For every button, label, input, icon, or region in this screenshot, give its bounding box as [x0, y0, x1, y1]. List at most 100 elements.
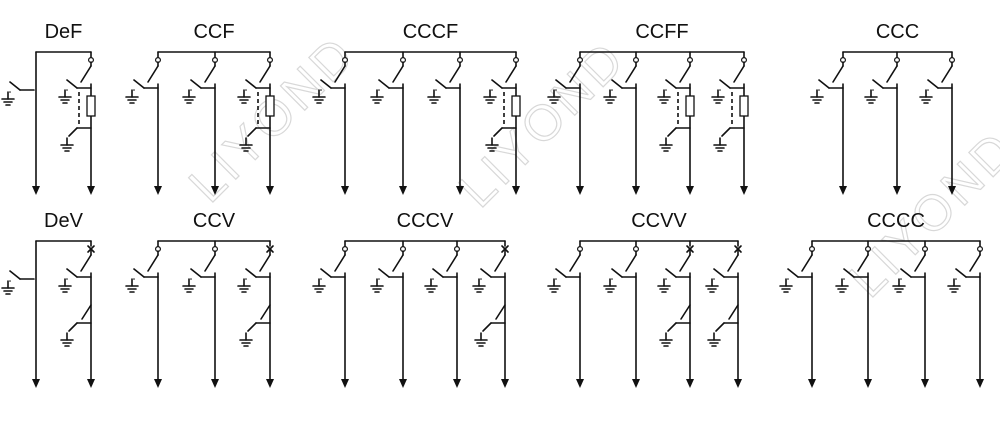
switch-blade	[446, 254, 458, 272]
earth-switch-blade	[611, 79, 623, 89]
earth-switch-blade	[665, 79, 677, 89]
switch-blade	[80, 65, 92, 83]
feeder-c	[424, 240, 461, 388]
earth-switch-blade	[927, 79, 939, 89]
switch-blade	[147, 254, 159, 272]
earth-switch-blade	[818, 79, 830, 89]
feeder-c	[919, 51, 956, 195]
earth-switch-blade	[378, 268, 390, 278]
feeder-c	[810, 51, 847, 195]
fuse-element	[265, 95, 275, 117]
feeder-v	[58, 240, 95, 388]
arrow-head	[686, 379, 694, 388]
switch-blade	[204, 65, 216, 83]
arrow-head	[976, 379, 984, 388]
feeder-c	[547, 51, 584, 195]
arrow-head	[154, 379, 162, 388]
switch-blade	[914, 254, 926, 272]
earth-switch-blade	[68, 322, 78, 332]
arrow-head	[154, 186, 162, 195]
earth-switch-blade	[480, 268, 492, 278]
switch-blade	[679, 254, 691, 272]
unit-cccf: CCCF	[312, 21, 521, 195]
switch-blade	[727, 254, 739, 272]
earth-switch-blade	[245, 268, 257, 278]
arrow-head	[740, 186, 748, 195]
unit-title: CCCF	[403, 21, 459, 43]
earth-switch-blade	[719, 79, 731, 89]
earth-switch-blade	[787, 268, 799, 278]
breaker-blade	[680, 304, 691, 320]
earth-switch-blade	[493, 127, 503, 137]
switch-blade	[259, 65, 271, 83]
earth-switch-blade	[190, 79, 202, 89]
earth-switch-blade	[713, 268, 725, 278]
arrow-head	[576, 379, 584, 388]
feeder-c	[603, 240, 640, 388]
unit-ccf: CCF	[125, 21, 275, 195]
feeder-de	[1, 51, 40, 195]
switch-blade	[886, 65, 898, 83]
vcb-mark	[686, 245, 694, 253]
earth-switch-blade	[482, 322, 492, 332]
earth-switch-blade	[721, 127, 731, 137]
switch-blade	[204, 254, 216, 272]
earth-switch-blade	[247, 322, 257, 332]
earth-switch-blade	[190, 268, 202, 278]
earth-switch-blade	[872, 79, 884, 89]
earth-switch-blade	[900, 268, 912, 278]
switch-blade	[625, 65, 637, 83]
switch-blade	[147, 65, 159, 83]
arrow-head	[341, 186, 349, 195]
feeder-c	[312, 240, 349, 388]
feeder-c	[947, 240, 984, 388]
unit-dev: DeV	[1, 210, 95, 388]
earth-switch-blade	[715, 322, 725, 332]
arrow-head	[808, 379, 816, 388]
feeder-f	[58, 51, 96, 195]
feeder-c	[603, 51, 640, 195]
earth-switch-blade	[555, 268, 567, 278]
earth-switch-blade	[432, 268, 444, 278]
feeder-f	[657, 51, 695, 195]
feeder-c	[182, 240, 219, 388]
feeder-f	[483, 51, 521, 195]
earth-switch-blade	[9, 81, 21, 91]
arrow-head	[456, 186, 464, 195]
arrow-head	[632, 186, 640, 195]
feeder-c	[370, 51, 407, 195]
arrow-head	[893, 186, 901, 195]
arrow-head	[87, 379, 95, 388]
arrow-head	[32, 186, 40, 195]
vcb-mark	[734, 245, 742, 253]
unit-title: CCFF	[635, 21, 688, 43]
fuse-element	[685, 95, 695, 117]
unit-cccc: CCCC	[779, 210, 984, 388]
unit-ccff: CCFF	[547, 21, 749, 195]
earth-switch-blade	[491, 79, 503, 89]
unit-title: CCVV	[631, 210, 687, 232]
switch-blade	[832, 65, 844, 83]
arrow-head	[864, 379, 872, 388]
feeder-c	[427, 51, 464, 195]
arrow-head	[734, 379, 742, 388]
arrow-head	[512, 186, 520, 195]
switch-blade	[969, 254, 981, 272]
switch-blade	[392, 65, 404, 83]
earth-switch-blade	[9, 270, 21, 280]
arrow-head	[501, 379, 509, 388]
arrow-head	[453, 379, 461, 388]
feeder-c	[835, 240, 872, 388]
vcb-mark	[87, 245, 95, 253]
arrow-head	[686, 186, 694, 195]
feeder-c	[779, 240, 816, 388]
arrow-head	[839, 186, 847, 195]
arrow-head	[211, 379, 219, 388]
unit-ccvv: CCVV	[547, 210, 742, 388]
fuse-element	[511, 95, 521, 117]
unit-ccv: CCV	[125, 210, 274, 388]
feeder-f	[711, 51, 749, 195]
unit-ccc: CCC	[810, 21, 956, 195]
